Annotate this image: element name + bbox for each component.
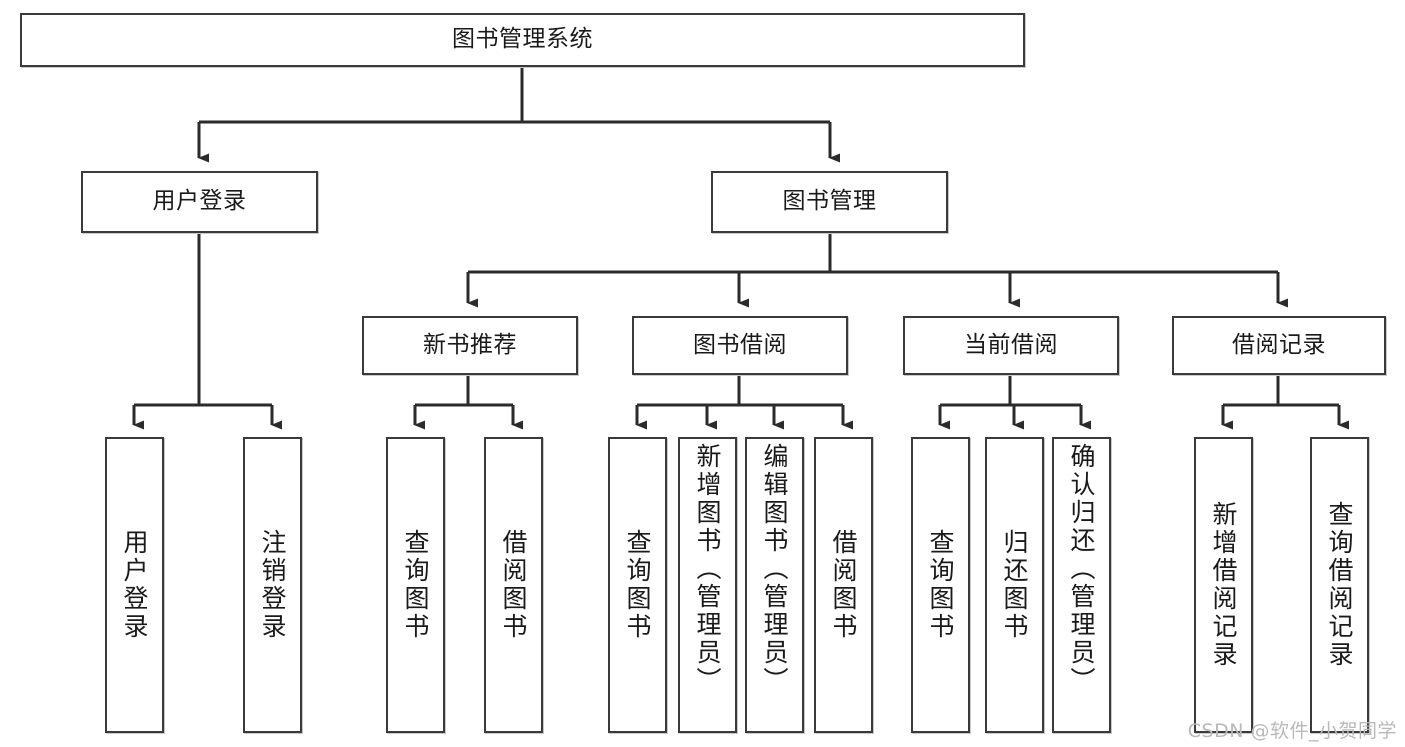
node-leaf-user-logout[interactable]: 注销登录 xyxy=(243,437,302,733)
node-leaf-user-login[interactable]: 用户登录 xyxy=(105,437,164,733)
node-leaf-user-logout-label: 注销登录 xyxy=(258,529,287,641)
node-leaf-add-book-admin-label: 新增图书（管理员） xyxy=(693,443,722,695)
node-borrow-record[interactable]: 借阅记录 xyxy=(1172,316,1386,375)
node-leaf-borrow-book-1[interactable]: 借阅图书 xyxy=(484,437,543,733)
node-leaf-return-book[interactable]: 归还图书 xyxy=(985,437,1044,733)
node-leaf-borrow-book-2[interactable]: 借阅图书 xyxy=(814,437,873,733)
csdn-watermark: CSDN @软件_小贺同学 xyxy=(1187,720,1397,742)
node-new-book-recommend-label: 新书推荐 xyxy=(423,331,517,358)
node-book-management-label: 图书管理 xyxy=(782,188,877,215)
node-book-management[interactable]: 图书管理 xyxy=(711,171,948,233)
node-new-book-recommend[interactable]: 新书推荐 xyxy=(362,316,578,375)
node-leaf-borrow-book-2-label: 借阅图书 xyxy=(829,529,858,641)
node-leaf-edit-book-admin[interactable]: 编辑图书（管理员） xyxy=(745,437,804,733)
node-leaf-add-borrow-record[interactable]: 新增借阅记录 xyxy=(1194,437,1253,733)
node-borrow-record-label: 借阅记录 xyxy=(1232,331,1326,358)
node-leaf-query-book-2-label: 查询图书 xyxy=(623,529,652,641)
node-current-borrow[interactable]: 当前借阅 xyxy=(903,316,1119,375)
node-user-login[interactable]: 用户登录 xyxy=(81,171,318,233)
node-leaf-return-book-label: 归还图书 xyxy=(1000,529,1029,641)
node-root-system[interactable]: 图书管理系统 xyxy=(20,13,1025,67)
node-leaf-query-borrow-record-label: 查询借阅记录 xyxy=(1325,501,1354,669)
node-leaf-query-book-1-label: 查询图书 xyxy=(401,529,430,641)
node-book-borrow-label: 图书借阅 xyxy=(693,331,787,358)
node-leaf-confirm-return[interactable]: 确认归还（管理员） xyxy=(1052,437,1111,733)
node-root-label: 图书管理系统 xyxy=(452,26,593,53)
node-current-borrow-label: 当前借阅 xyxy=(964,331,1058,358)
node-leaf-borrow-book-1-label: 借阅图书 xyxy=(499,529,528,641)
node-leaf-query-book-1[interactable]: 查询图书 xyxy=(386,437,445,733)
node-leaf-user-login-label: 用户登录 xyxy=(120,529,149,641)
node-leaf-confirm-return-label: 确认归还（管理员） xyxy=(1067,443,1096,695)
node-leaf-edit-book-admin-label: 编辑图书（管理员） xyxy=(760,443,789,695)
node-book-borrow[interactable]: 图书借阅 xyxy=(632,316,848,375)
node-leaf-query-borrow-record[interactable]: 查询借阅记录 xyxy=(1310,437,1369,733)
node-user-login-label: 用户登录 xyxy=(152,188,247,215)
node-leaf-add-borrow-record-label: 新增借阅记录 xyxy=(1209,501,1238,669)
node-leaf-query-book-3-label: 查询图书 xyxy=(926,529,955,641)
node-leaf-query-book-2[interactable]: 查询图书 xyxy=(608,437,667,733)
node-leaf-query-book-3[interactable]: 查询图书 xyxy=(911,437,970,733)
node-leaf-add-book-admin[interactable]: 新增图书（管理员） xyxy=(678,437,737,733)
